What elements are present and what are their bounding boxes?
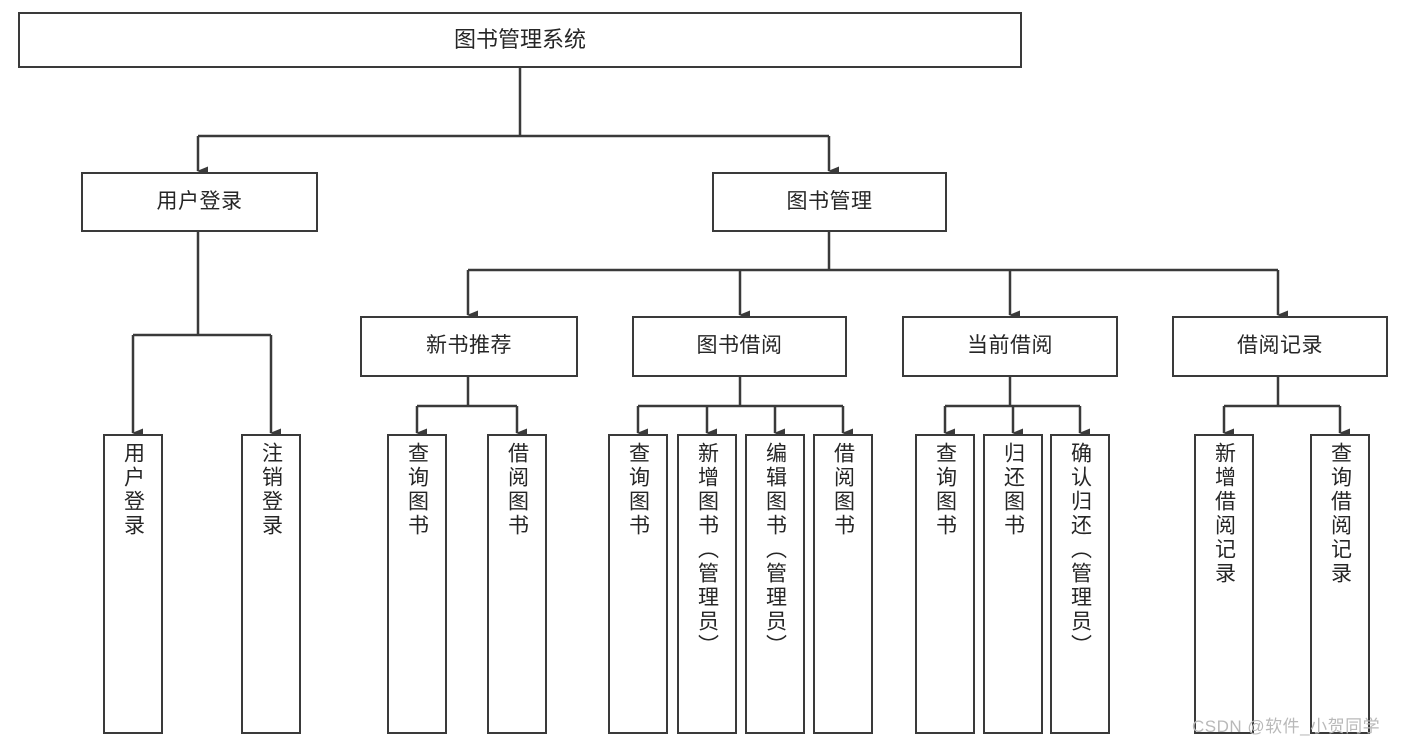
node-label: 图书管理系统 [453, 26, 586, 52]
node-label: 借阅记录 [1237, 334, 1323, 358]
node-label: 用户登录 [121, 442, 145, 538]
node-label: 查询图书 [933, 442, 957, 538]
node-label: 用户登录 [156, 189, 243, 213]
node-leaf-query-book-3[interactable]: 查询图书 [915, 434, 975, 734]
node-label: 注销登录 [259, 442, 283, 538]
node-leaf-borrow-book-1[interactable]: 借阅图书 [487, 434, 547, 734]
node-new-book-recommend[interactable]: 新书推荐 [360, 316, 578, 377]
node-leaf-add-book[interactable]: 新增图书（管理员） [677, 434, 737, 734]
node-label: 查询图书 [626, 442, 650, 538]
node-label: 图书借阅 [696, 334, 783, 358]
node-leaf-confirm-return[interactable]: 确认归还（管理员） [1050, 434, 1110, 734]
node-label: 当前借阅 [967, 334, 1053, 358]
node-leaf-query-book-1[interactable]: 查询图书 [387, 434, 447, 734]
node-leaf-user-logout[interactable]: 注销登录 [241, 434, 301, 734]
node-label: 新增借阅记录 [1212, 442, 1236, 586]
node-label: 借阅图书 [505, 442, 529, 538]
node-borrow-record[interactable]: 借阅记录 [1172, 316, 1388, 377]
node-label: 归还图书 [1001, 442, 1025, 538]
node-label: 查询借阅记录 [1328, 442, 1352, 586]
node-leaf-add-record[interactable]: 新增借阅记录 [1194, 434, 1254, 734]
node-leaf-borrow-book-2[interactable]: 借阅图书 [813, 434, 873, 734]
node-label: 查询图书 [405, 442, 429, 538]
node-root[interactable]: 图书管理系统 [18, 12, 1022, 68]
node-label: 图书管理 [786, 189, 873, 213]
node-leaf-return-book[interactable]: 归还图书 [983, 434, 1043, 734]
node-label: 新书推荐 [426, 334, 512, 358]
node-leaf-query-book-2[interactable]: 查询图书 [608, 434, 668, 734]
node-leaf-query-record[interactable]: 查询借阅记录 [1310, 434, 1370, 734]
node-user-login[interactable]: 用户登录 [81, 172, 318, 232]
node-book-manage[interactable]: 图书管理 [712, 172, 947, 232]
node-current-borrow[interactable]: 当前借阅 [902, 316, 1118, 377]
node-book-borrow[interactable]: 图书借阅 [632, 316, 847, 377]
csdn-watermark: CSDN @软件_小贺同学 [1192, 717, 1381, 736]
node-leaf-user-login[interactable]: 用户登录 [103, 434, 163, 734]
node-label: 新增图书（管理员） [695, 442, 719, 658]
node-label: 确认归还（管理员） [1068, 442, 1092, 658]
node-label: 编辑图书（管理员） [763, 442, 787, 658]
node-leaf-edit-book[interactable]: 编辑图书（管理员） [745, 434, 805, 734]
node-label: 借阅图书 [831, 442, 855, 538]
